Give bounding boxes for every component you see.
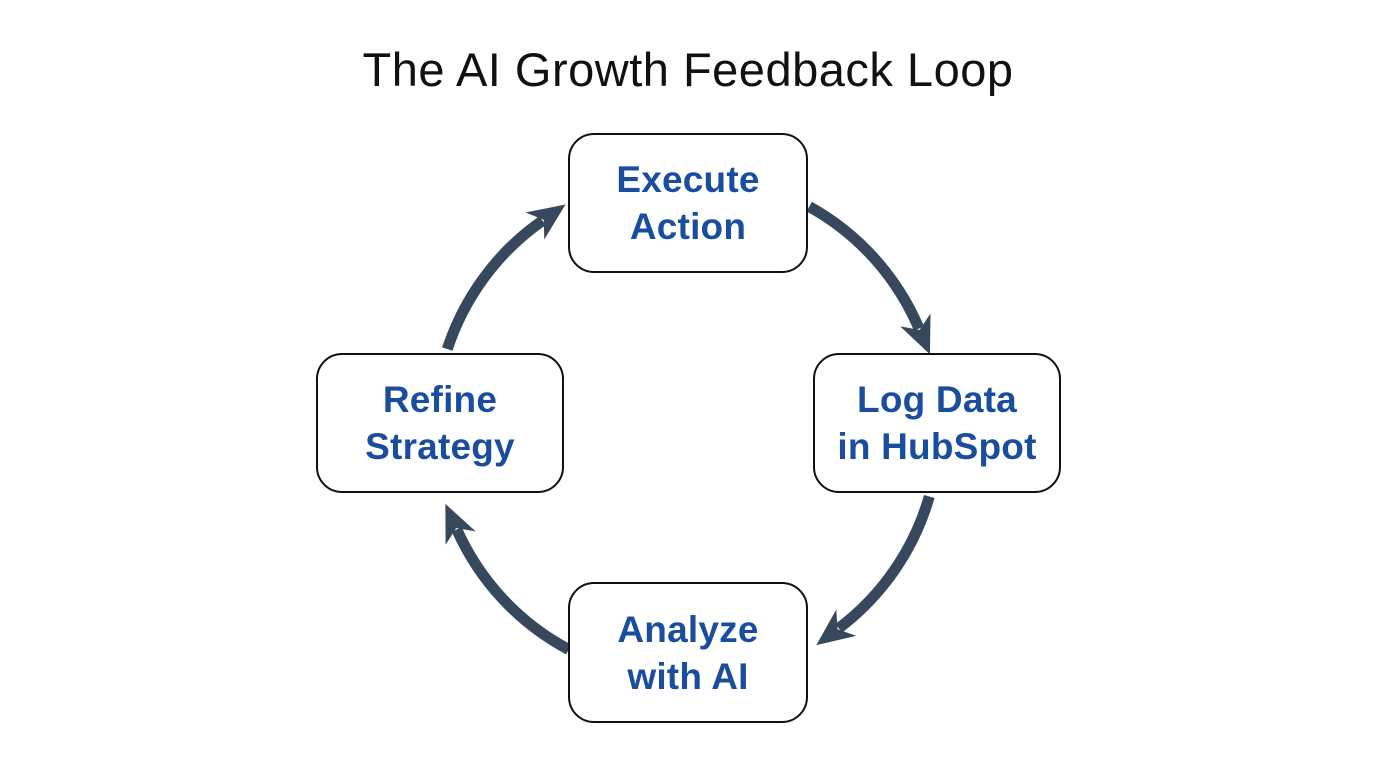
node-label-line: Execute [616, 159, 760, 200]
node-execute-action: Execute Action [568, 133, 808, 273]
arrow-execute-to-logdata [806, 201, 931, 355]
node-label-line: with AI [627, 655, 749, 697]
node-label-line: Strategy [365, 426, 515, 467]
arrow-logdata-to-analyze [816, 494, 935, 646]
node-label-line: Log Data [857, 379, 1017, 420]
arrow-refine-to-execute [442, 204, 566, 351]
node-label-line: in HubSpot [837, 426, 1037, 467]
node-label-line: Action [629, 206, 747, 247]
node-refine-strategy: Refine Strategy [316, 353, 564, 493]
page-title: The AI Growth Feedback Loop [362, 43, 1014, 96]
node-log-data-in-hubspot: Log Data in HubSpot [813, 353, 1061, 493]
node-label-line: Refine [382, 379, 498, 420]
node-analyze-with-ai: Analyze with AI [568, 582, 808, 723]
arrow-analyze-to-refine [445, 503, 572, 655]
node-label-line: Analyze [617, 608, 759, 650]
